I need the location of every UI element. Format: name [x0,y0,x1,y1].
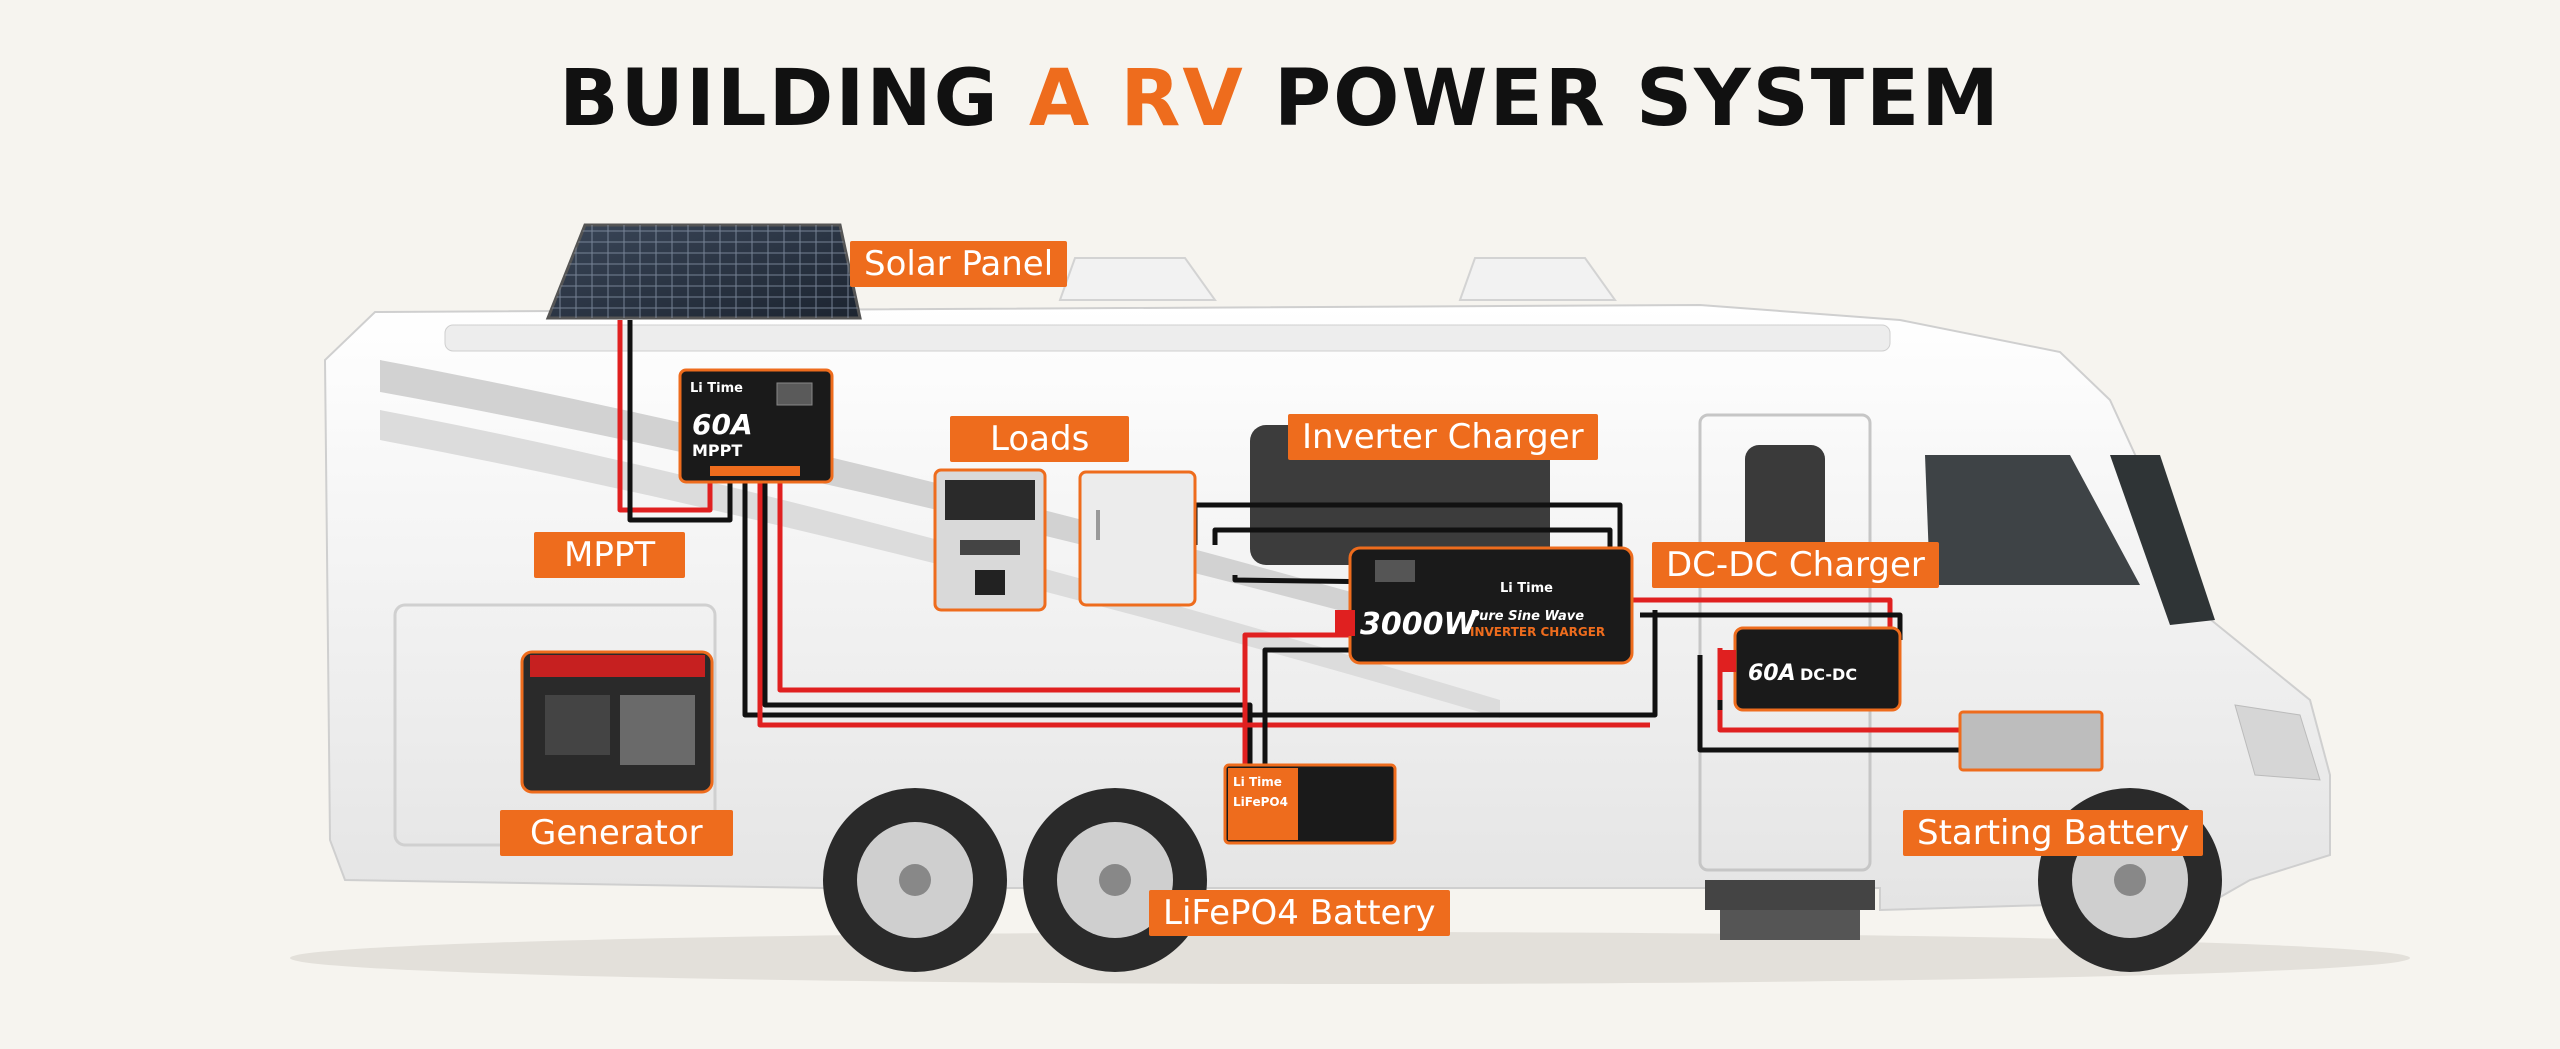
coffee-machine-icon [933,468,1047,612]
fridge-icon [1078,470,1197,607]
mppt-brand: Li Time [690,381,743,396]
starting-battery-device [1958,710,2104,772]
inverter-line2: INVERTER CHARGER [1470,625,1605,639]
label-generator: Generator [500,810,733,856]
lifepo4-battery-device: Li Time LiFePO4 [1223,763,1397,845]
mppt-device: Li Time 60A MPPT [678,368,834,484]
title-part-1: BUILDING [559,54,1000,144]
dcdc-rating: 60A [1748,661,1796,686]
generator-device [520,650,714,794]
label-lifepo4-battery: LiFePO4 Battery [1149,890,1450,936]
label-dc-dc-charger: DC-DC Charger [1652,542,1939,588]
inverter-charger-device: Li Time 3000W Pure Sine Wave INVERTER CH… [1335,546,1634,665]
inverter-rating: 3000W [1360,607,1478,642]
label-starting-battery: Starting Battery [1903,810,2204,856]
label-solar-panel: Solar Panel [850,241,1068,287]
rear-wheel-2 [1023,788,1207,972]
mppt-rating: 60A [692,408,753,441]
inverter-brand: Li Time [1500,581,1553,596]
solar-panel-device [545,223,862,320]
battery-brand: Li Time [1233,775,1282,789]
title-accent: A RV [1028,54,1245,144]
inverter-line1: Pure Sine Wave [1470,609,1584,624]
dc-dc-charger-device: 60A DC-DC [1718,626,1902,712]
label-inverter-charger: Inverter Charger [1288,414,1598,460]
page-title: BUILDING A RV POWER SYSTEM [0,60,2560,138]
mppt-type: MPPT [692,441,742,460]
title-part-3: POWER SYSTEM [1273,54,2001,144]
rear-wheel-1 [823,788,1007,972]
ground-shadow [290,932,2410,984]
label-loads: Loads [950,416,1130,462]
dcdc-type: DC-DC [1800,665,1857,684]
battery-chem: LiFePO4 [1233,795,1288,809]
label-mppt: MPPT [534,532,686,578]
